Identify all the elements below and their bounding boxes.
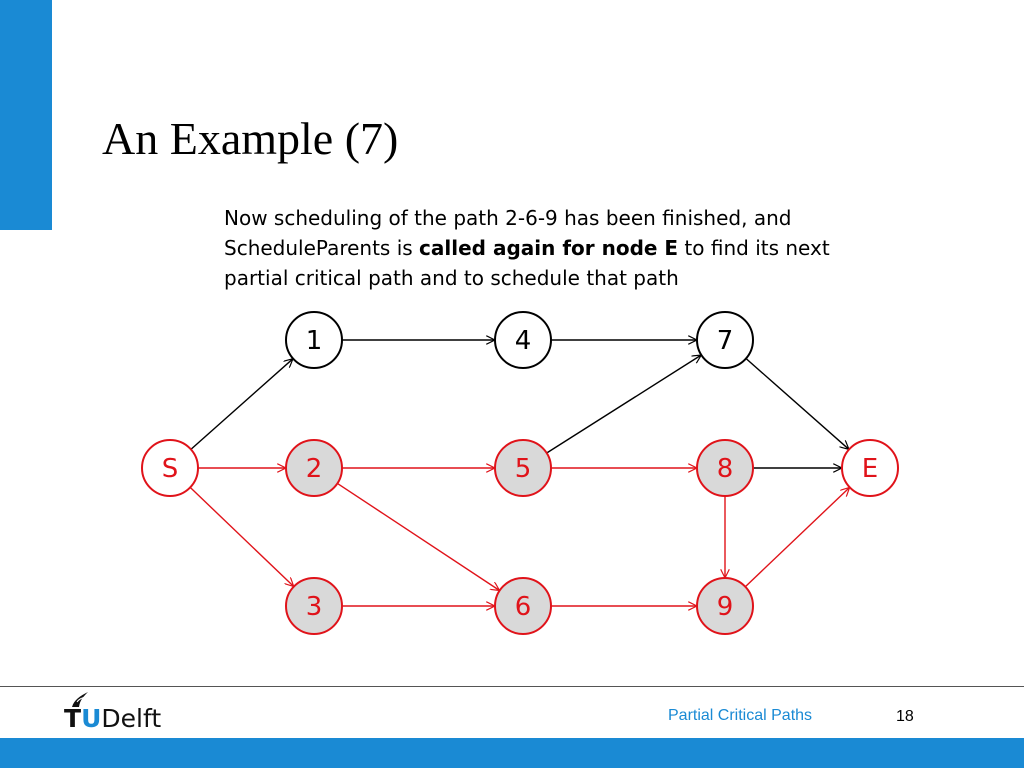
edge-S-3	[189, 486, 293, 586]
graph-diagram: S 1 2 3 4 5 6 7 8 9 E	[141, 311, 899, 635]
flame-icon	[72, 692, 88, 707]
node-circle-9	[696, 577, 754, 635]
node-S: S	[141, 439, 199, 497]
node-circle-5	[494, 439, 552, 497]
node-label-9: 9	[717, 592, 734, 622]
logo-u: U	[81, 704, 102, 733]
node-circle-7	[696, 311, 754, 369]
body-text-bold: called again for node E	[419, 236, 679, 260]
node-5: 5	[494, 439, 552, 497]
node-9: 9	[696, 577, 754, 635]
node-3: 3	[285, 577, 343, 635]
node-label-S: S	[162, 454, 179, 484]
node-label-2: 2	[306, 454, 323, 484]
node-circle-S	[141, 439, 199, 497]
footer-topic: Partial Critical Paths	[668, 707, 813, 724]
node-circle-8	[696, 439, 754, 497]
node-label-3: 3	[306, 592, 323, 622]
node-label-5: 5	[515, 454, 532, 484]
tudelft-logo: TUDelft	[62, 690, 172, 736]
edge-5-7	[546, 356, 701, 454]
slide-title: An Example (7)	[102, 113, 399, 164]
node-2: 2	[285, 439, 343, 497]
node-circle-E	[841, 439, 899, 497]
logo-delft: Delft	[101, 704, 162, 733]
node-E: E	[841, 439, 899, 497]
body-text-part2: to find its next partial critical path a…	[224, 236, 830, 290]
logo-wordmark: TUDelft	[64, 704, 161, 733]
node-label-4: 4	[515, 326, 532, 356]
bottom-bar	[0, 738, 1024, 768]
node-circle-4	[494, 311, 552, 369]
node-circle-6	[494, 577, 552, 635]
accent-bar	[0, 0, 52, 230]
node-6: 6	[494, 577, 552, 635]
body-text: Now scheduling of the path 2-6-9 has bee…	[224, 203, 884, 293]
node-1: 1	[285, 311, 343, 369]
edge-9-E	[744, 488, 849, 588]
edge-S-1	[190, 359, 292, 450]
node-label-6: 6	[515, 592, 532, 622]
logo-t: T	[64, 704, 82, 733]
node-label-1: 1	[306, 326, 323, 356]
body-text-part1: Now scheduling of the path 2-6-9 has bee…	[224, 206, 792, 260]
node-label-7: 7	[717, 326, 734, 356]
node-circle-2	[285, 439, 343, 497]
node-label-E: E	[862, 454, 878, 484]
footer-divider	[0, 686, 1024, 687]
node-label-8: 8	[717, 454, 734, 484]
node-circle-1	[285, 311, 343, 369]
edge-7-E	[745, 357, 848, 449]
node-8: 8	[696, 439, 754, 497]
edge-2-6	[337, 482, 498, 590]
node-7: 7	[696, 311, 754, 369]
node-circle-3	[285, 577, 343, 635]
page-number: 18	[896, 708, 914, 725]
node-4: 4	[494, 311, 552, 369]
